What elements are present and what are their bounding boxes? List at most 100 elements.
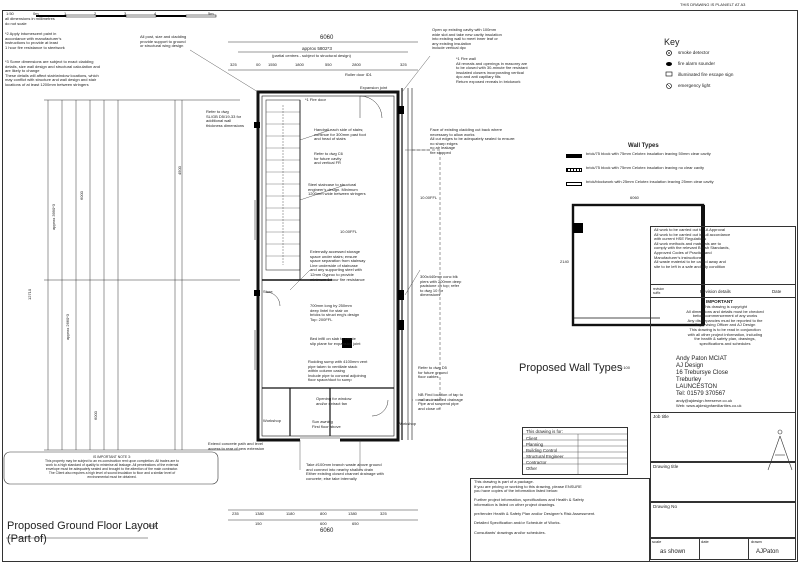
drawn-label-cell: drawn — [751, 539, 762, 544]
compass-icon — [767, 429, 793, 471]
dim-bottom-1: 235 — [232, 511, 239, 516]
note-refer-ch: Refer to dwg C6 for future cavity and ve… — [314, 151, 343, 166]
scale-label: 1:50 — [6, 11, 14, 16]
plan-title-scale: 1:50 — [148, 523, 156, 528]
wall-types-title: Wall Types — [628, 143, 659, 149]
note-refer-1: Refer to dwg SL/GB D5/19-33 for addition… — [206, 109, 245, 128]
designer-web: Web: www.ajdesignfamiliarities.co.uk — [676, 403, 742, 408]
note-post-size: All post, size and cladding provide supp… — [140, 34, 187, 49]
wall-type-1: brick/75 block with 75mm Celotex insulat… — [586, 151, 711, 156]
revision-table — [650, 284, 796, 298]
drawing-for-table — [522, 427, 628, 475]
scale-bar-seg — [156, 15, 186, 17]
note-open-cavity: Open up existing cavity with 100mm wide … — [432, 27, 502, 51]
note-refer-dwg: Refer to dwg D5 for future ground floor … — [418, 365, 448, 380]
emergency-light-icon — [666, 83, 672, 89]
drawing-for-title: This drawing is for: — [526, 429, 563, 434]
designer-name: Andy Paton MCIAT — [676, 356, 727, 362]
drawing-for-client: Client — [526, 436, 538, 441]
dim-left-1: approx 3990*3 — [51, 203, 56, 230]
note-existing-drain: Take #100mm branch waste above ground an… — [306, 462, 384, 481]
dim-bottom-2: 1380 — [255, 511, 264, 516]
dim-bottom-6: 325 — [380, 511, 387, 516]
designer-address-1: 16 Trebursye Close — [676, 370, 729, 376]
emergency-light-icon-mark — [666, 83, 672, 89]
package-text: This drawing is part of a package. If yo… — [474, 479, 596, 535]
dim-bottom-4: 800 — [320, 511, 327, 516]
note-conc-piers: 300x440mm conc blk piers with 200mm deep… — [420, 274, 462, 298]
job-title-box — [650, 412, 796, 462]
store-label: Store — [263, 289, 273, 294]
column — [398, 290, 404, 300]
scale-value: as shown — [660, 549, 686, 555]
window-left — [254, 330, 260, 370]
dim-left-2: approx 2660*3 — [65, 313, 70, 340]
door-swing — [265, 291, 281, 307]
package-box — [470, 478, 650, 562]
note-mesh: Face of existing cladding cut back where… — [430, 127, 516, 155]
header-note: THIS DRAWING IS PLAN/ELT AT A3 — [680, 2, 746, 7]
wall-types-plan-title: Proposed Wall Types — [519, 362, 623, 374]
column — [398, 320, 404, 330]
column — [254, 290, 260, 296]
note-bed-infill: Bed infill on slab to create slip plane … — [310, 336, 361, 346]
plan-title-sub: (Part of) — [7, 533, 47, 545]
wall-type-3: brick/blockwork with 25mm Celotex insula… — [586, 179, 714, 184]
dim-bottom-3: 1180 — [286, 511, 295, 516]
scale-tick: 2 — [94, 11, 97, 16]
scale-tick: 1 — [64, 11, 67, 16]
drawing-for-planning: Planning — [526, 442, 544, 447]
wall-types-dim-1: 6060 — [630, 195, 639, 200]
drawing-title-label: Drawing title — [653, 464, 679, 469]
drawing-for-contractor: Contractor — [526, 460, 547, 465]
designer-tel: Tel: 01579 370567 — [676, 391, 726, 397]
dim-left-4: 6000 — [79, 191, 84, 200]
drawing-for-other: Other — [526, 466, 537, 471]
designer-company: AJ Design — [676, 363, 704, 369]
dim-top-2: 00 — [256, 62, 261, 67]
dim-left-6: 4500 — [177, 166, 182, 175]
fire-alarm-icon — [666, 62, 672, 66]
column — [342, 338, 352, 348]
inner-wall-line — [261, 95, 395, 437]
note-bottom-header: NB Find location of tap to wall as-insta… — [418, 392, 463, 411]
roller-door-label: Roller door ID1 — [345, 72, 372, 77]
dim-overall: 6060 — [320, 35, 334, 41]
scale-tick: 3 — [124, 11, 127, 16]
smoke-detector-icon — [666, 50, 672, 56]
revision-details-header: Revision details — [700, 289, 731, 294]
note-lintel: 700mm long by 250mm deep lintel for stai… — [310, 303, 360, 322]
date-label-cell: date — [701, 539, 709, 544]
wall-type-swatch-1 — [566, 154, 582, 158]
scale-bar — [36, 14, 217, 18]
dim-left-5: 6000 — [93, 411, 98, 420]
top-left-note-3: *3 Some dimensions are subject to exact … — [5, 59, 100, 87]
dim-left-3: 12710 — [27, 288, 32, 300]
designer-address-3: LAUNCESTON — [676, 384, 717, 390]
revision-suffix-header: revision suffix — [653, 287, 664, 295]
dim-bottom-sub-1: 150 — [255, 521, 262, 526]
top-left-note-2: *2 Apply intumescent paint in accordance… — [5, 31, 65, 50]
column — [254, 122, 260, 128]
revision-date-header: Date — [772, 289, 782, 294]
dim-partial: (partial centres - subject to structural… — [272, 53, 351, 58]
wall-type-swatch-2 — [566, 168, 582, 172]
dim-top-1: 325 — [230, 62, 237, 67]
dim-bottom-sub-3: 650 — [352, 521, 359, 526]
column — [398, 106, 404, 114]
wall-type-swatch-3 — [566, 182, 582, 186]
fire-door-label: *1 Fire door — [305, 97, 326, 102]
important-note-text: IS IMPORTANT NOTE 3: This property may b… — [45, 455, 179, 479]
note-fire-wall: *1 Fire wall All reveals and openings in… — [456, 56, 528, 84]
door-swing — [359, 95, 383, 119]
dim-ticks — [44, 99, 240, 451]
general-notes: All work to be carried out to LA Approva… — [654, 227, 731, 269]
key-item-exit: illuminated fire escape sign — [678, 72, 734, 77]
sheet-frame — [2, 10, 798, 562]
scale-bar-seg — [36, 15, 66, 17]
important-text: This drawing is copyright All dimensions… — [686, 304, 764, 346]
workshop-label: Workshop — [263, 418, 281, 423]
wall-types-column — [573, 223, 583, 233]
designer-email: andy@ajdesign.freeserve.co.uk — [676, 398, 733, 403]
wall-types-plan-scale: 1:100 — [620, 365, 631, 370]
